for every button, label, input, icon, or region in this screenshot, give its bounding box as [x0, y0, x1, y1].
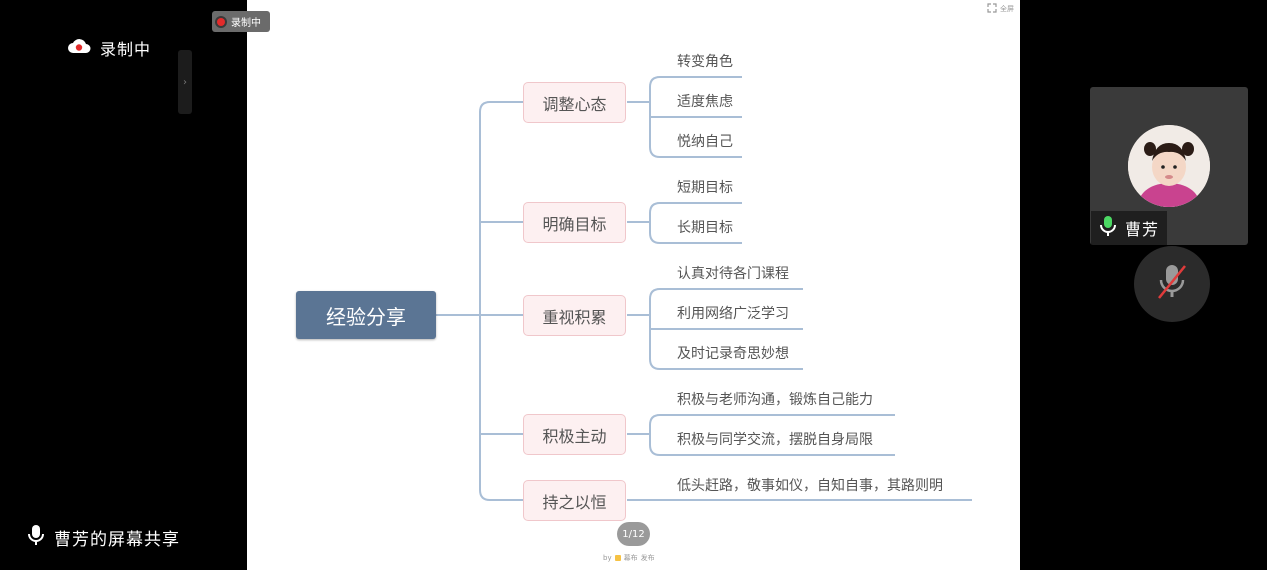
leaf-node[interactable]: 及时记录奇思妙想	[677, 346, 789, 362]
branch-node-4[interactable]: 积极主动	[523, 414, 626, 455]
credit-publish: 发布	[640, 554, 655, 562]
branch-node-2[interactable]: 明确目标	[523, 202, 626, 243]
branch-node-3[interactable]: 重视积累	[523, 295, 626, 336]
fullscreen-icon	[987, 3, 997, 15]
recording-label: 录制中	[100, 40, 152, 59]
fullscreen-button[interactable]: 全屏	[987, 3, 1014, 15]
microphone-muted-icon	[1155, 262, 1189, 306]
avatar	[1128, 125, 1210, 207]
leaf-node[interactable]: 转变角色	[677, 54, 733, 70]
mindmap-root-node[interactable]: 经验分享	[296, 291, 436, 339]
collapse-handle-icon: ›	[183, 76, 187, 88]
leaf-node[interactable]: 认真对待各门课程	[677, 266, 789, 282]
microphone-icon	[26, 523, 46, 551]
branch-node-5[interactable]: 持之以恒	[523, 480, 626, 521]
branch-node-1[interactable]: 调整心态	[523, 82, 626, 123]
credit-by: by	[603, 554, 612, 562]
recording-status: 录制中	[66, 36, 151, 60]
mute-toggle-button[interactable]	[1134, 246, 1210, 322]
leaf-node[interactable]: 低头赶路，敬事如仪，自知自事，其路则明	[677, 478, 943, 494]
record-dot-icon	[217, 17, 225, 26]
leaf-node[interactable]: 悦纳自己	[677, 134, 733, 150]
microphone-icon	[1099, 215, 1117, 241]
screen-share-label: 曹芳的屏幕共享	[26, 523, 180, 551]
collapse-handle[interactable]: ›	[178, 50, 192, 114]
cloud-record-icon	[66, 36, 92, 60]
credit-line: by 幕布 发布	[603, 553, 655, 563]
brand-logo-icon	[614, 555, 621, 561]
leaf-node[interactable]: 利用网络广泛学习	[677, 306, 789, 322]
shared-screen	[247, 0, 1020, 570]
leaf-node[interactable]: 适度焦虑	[677, 94, 733, 110]
participant-name-bar: 曹芳	[1091, 211, 1168, 245]
leaf-node[interactable]: 短期目标	[677, 180, 733, 196]
screen-share-name: 曹芳的屏幕共享	[54, 529, 180, 550]
participant-name: 曹芳	[1125, 220, 1160, 239]
leaf-node[interactable]: 长期目标	[677, 220, 733, 236]
recording-badge-label: 录制中	[231, 18, 261, 29]
page-indicator: 1/12	[617, 522, 650, 546]
leaf-node[interactable]: 积极与老师沟通，锻炼自己能力	[677, 392, 873, 408]
credit-brand: 幕布	[623, 554, 638, 562]
fullscreen-label: 全屏	[1000, 5, 1014, 13]
leaf-node[interactable]: 积极与同学交流，摆脱自身局限	[677, 432, 873, 448]
recording-badge: 录制中	[212, 11, 270, 32]
